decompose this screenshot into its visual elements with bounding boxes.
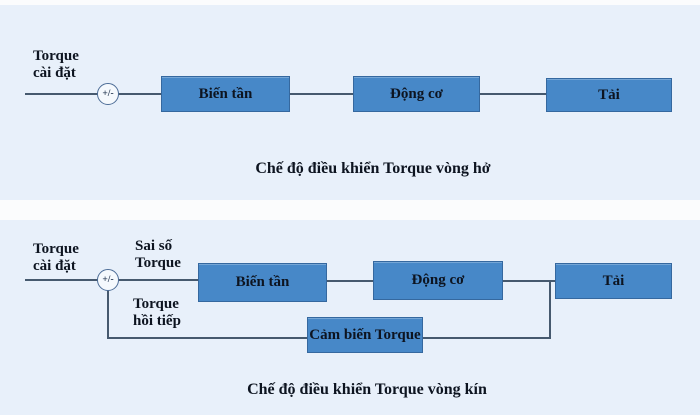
feedback-label-line1: Torque [133, 296, 179, 312]
block-torque-sensor: Cảm biến Torque [307, 317, 423, 353]
line-feedback-to-sensor [423, 337, 551, 339]
block-motor-label: Động cơ [411, 272, 465, 288]
block-inverter-open: Biến tần [161, 76, 290, 112]
line-inverter-to-motor [290, 93, 353, 95]
line-inverter-to-motor [327, 280, 373, 282]
setpoint-label-closed: Torque cài đặt [33, 241, 79, 275]
block-load-label: Tải [598, 86, 620, 103]
summing-junction-open: +/- [97, 83, 119, 105]
block-torque-sensor-label: Cảm biến Torque [309, 326, 421, 343]
feedback-label: Torque hồi tiếp [133, 296, 181, 330]
setpoint-label-line1: Torque [33, 241, 79, 257]
error-label-line1: Sai số [135, 238, 173, 254]
setpoint-label-line2: cài đặt [33, 258, 76, 274]
error-label: Sai số Torque [135, 238, 181, 272]
block-inverter-label: Biến tần [198, 85, 253, 102]
line-sensor-to-junction [107, 337, 307, 339]
block-motor-closed: Động cơ [373, 261, 503, 300]
feedback-label-line2: hồi tiếp [133, 313, 181, 329]
setpoint-label-line2: cài đặt [33, 65, 76, 81]
block-inverter-label: Biến tần [235, 274, 290, 290]
setpoint-label-open: Torque cài đặt [33, 48, 79, 82]
block-motor-label: Động cơ [390, 85, 443, 102]
closed-loop-panel: Torque cài đặt Sai số Torque Torque hồi … [0, 220, 700, 415]
block-load-label: Tải [602, 272, 625, 289]
block-inverter-closed: Biến tần [198, 263, 327, 302]
line-motor-to-load [503, 280, 555, 282]
block-load-closed: Tải [555, 263, 672, 299]
caption-closed-loop: Chế độ điều khiển Torque vòng kín [247, 381, 487, 398]
summing-junction-sign: +/- [102, 275, 114, 285]
caption-open-loop: Chế độ điều khiển Torque vòng hở [255, 160, 491, 177]
error-label-line2: Torque [135, 255, 181, 271]
line-setpoint-to-inverter [25, 93, 161, 95]
open-loop-panel: Torque cài đặt +/- Biến tần Động cơ Tải … [0, 5, 700, 200]
block-load-open: Tải [546, 78, 672, 112]
summing-junction-sign: +/- [102, 89, 114, 99]
summing-junction-closed: +/- [97, 269, 119, 291]
line-motor-to-load [480, 93, 546, 95]
line-feedback-rise [107, 290, 109, 338]
block-motor-open: Động cơ [353, 76, 480, 112]
setpoint-label-line1: Torque [33, 48, 79, 64]
line-feedback-drop [549, 281, 551, 338]
